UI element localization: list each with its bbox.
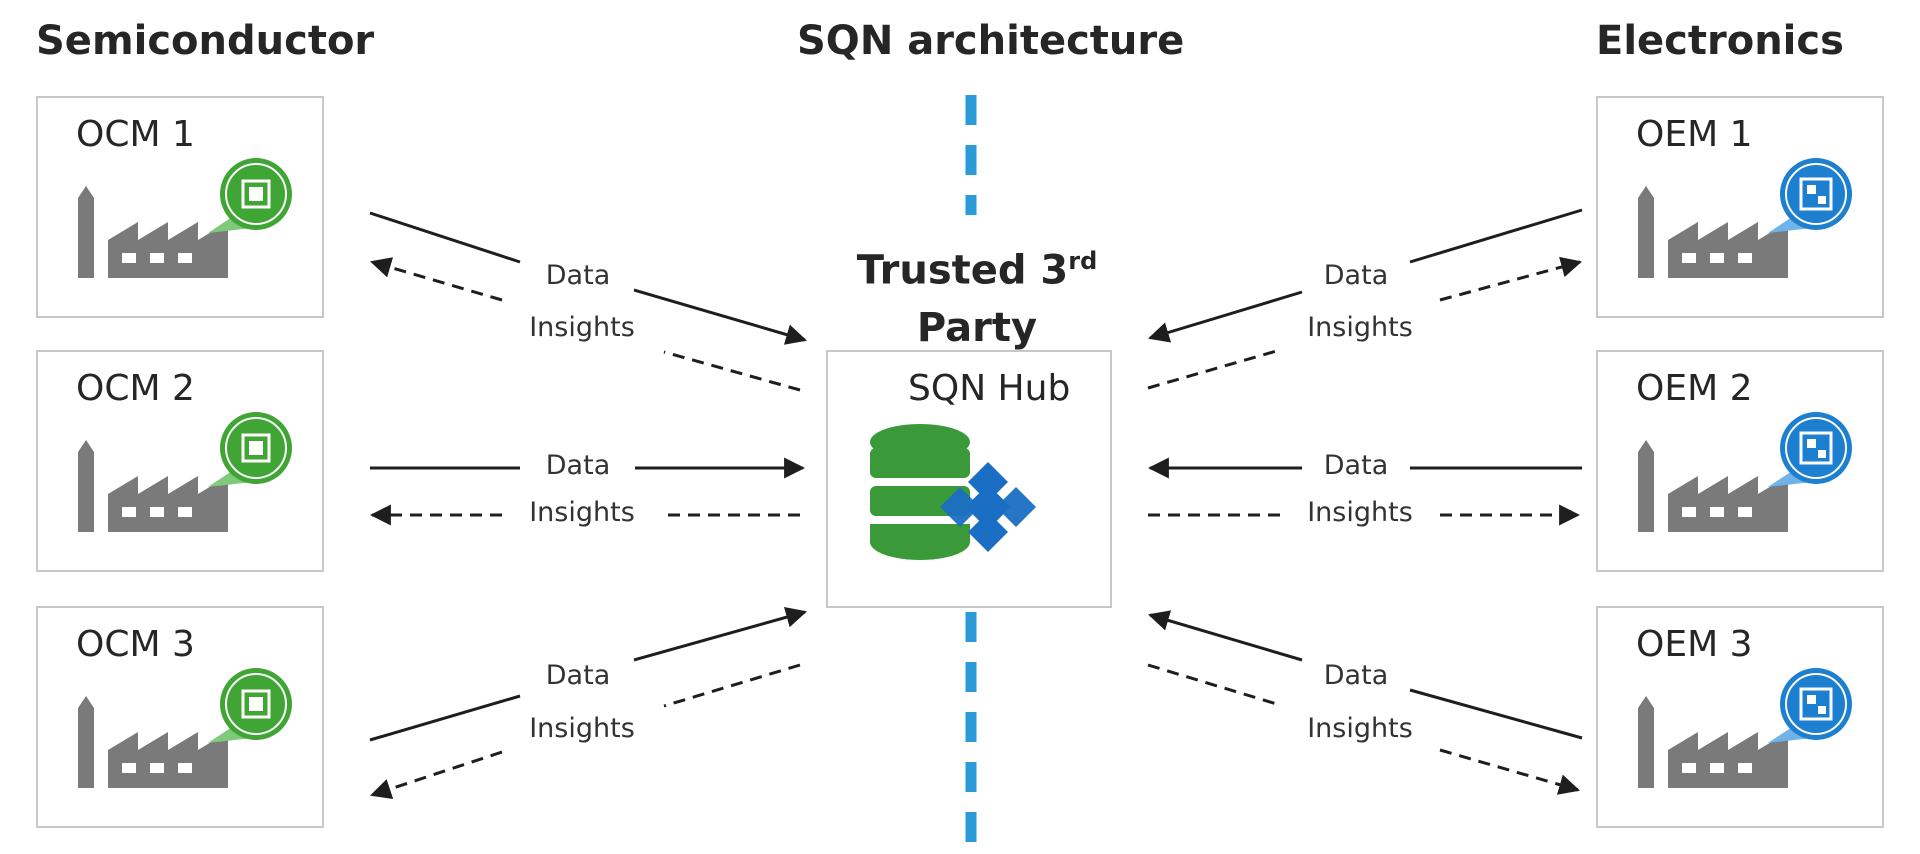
edge-label-data-oem2: Data xyxy=(1323,450,1389,481)
factory-chip-icon xyxy=(78,158,292,278)
edge-label-data-oem1: Data xyxy=(1323,260,1389,291)
node-oem-1: OEM 1 xyxy=(1596,96,1884,318)
heading-electronics: Electronics xyxy=(1596,18,1844,64)
edge-label-data-ocm1: Data xyxy=(545,260,611,291)
hub-title-main: Trusted 3 xyxy=(856,247,1069,294)
node-ocm-3: OCM 3 xyxy=(36,606,324,828)
sqn-hub-node: SQN Hub xyxy=(826,350,1112,608)
heading-semiconductor: Semiconductor xyxy=(36,18,375,64)
edge-label-insights-oem1: Insights xyxy=(1307,312,1413,343)
edge-label-insights-ocm3: Insights xyxy=(529,713,635,744)
factory-qr-icon xyxy=(1638,668,1852,788)
edge-label-data-ocm3: Data xyxy=(545,660,611,691)
edge-ocm1-data xyxy=(369,211,808,345)
node-label: OEM 2 xyxy=(1636,368,1753,409)
edge-oem3-insights xyxy=(1147,663,1581,795)
factory-qr-icon xyxy=(1638,412,1852,532)
edge-label-data-oem3: Data xyxy=(1323,660,1389,691)
hub-title-sup: rd xyxy=(1068,247,1098,275)
node-label: OEM 1 xyxy=(1636,114,1753,155)
factory-chip-icon xyxy=(78,668,292,788)
heading-sqn-architecture: SQN architecture xyxy=(797,18,1185,64)
edge-ocm1-insights xyxy=(369,257,801,392)
edge-label-insights-oem2: Insights xyxy=(1307,497,1413,528)
node-label: OCM 3 xyxy=(76,624,195,665)
sqn-hub-label: SQN Hub xyxy=(908,368,1071,409)
factory-qr-icon xyxy=(1638,158,1852,278)
node-ocm-1: OCM 1 xyxy=(36,96,324,318)
node-oem-3: OEM 3 xyxy=(1596,606,1884,828)
factory-chip-icon xyxy=(78,412,292,532)
hub-title: Trusted 3rd Party xyxy=(857,232,1098,357)
edge-label-insights-ocm1: Insights xyxy=(529,312,635,343)
edge-label-data-ocm2: Data xyxy=(545,450,611,481)
node-label: OCM 2 xyxy=(76,368,195,409)
node-oem-2: OEM 2 xyxy=(1596,350,1884,572)
database-plus-icon xyxy=(870,424,1036,560)
hub-title-line2: Party xyxy=(916,305,1038,352)
edge-oem3-data xyxy=(1147,610,1583,740)
edge-oem1-data xyxy=(1147,208,1583,343)
node-ocm-2: OCM 2 xyxy=(36,350,324,572)
edge-ocm3-insights xyxy=(370,663,801,800)
edge-label-insights-ocm2: Insights xyxy=(529,497,635,528)
edge-oem1-insights xyxy=(1147,256,1583,390)
node-label: OEM 3 xyxy=(1636,624,1753,665)
edge-ocm3-data xyxy=(369,606,808,742)
edge-label-insights-oem3: Insights xyxy=(1307,713,1413,744)
node-label: OCM 1 xyxy=(76,114,195,155)
